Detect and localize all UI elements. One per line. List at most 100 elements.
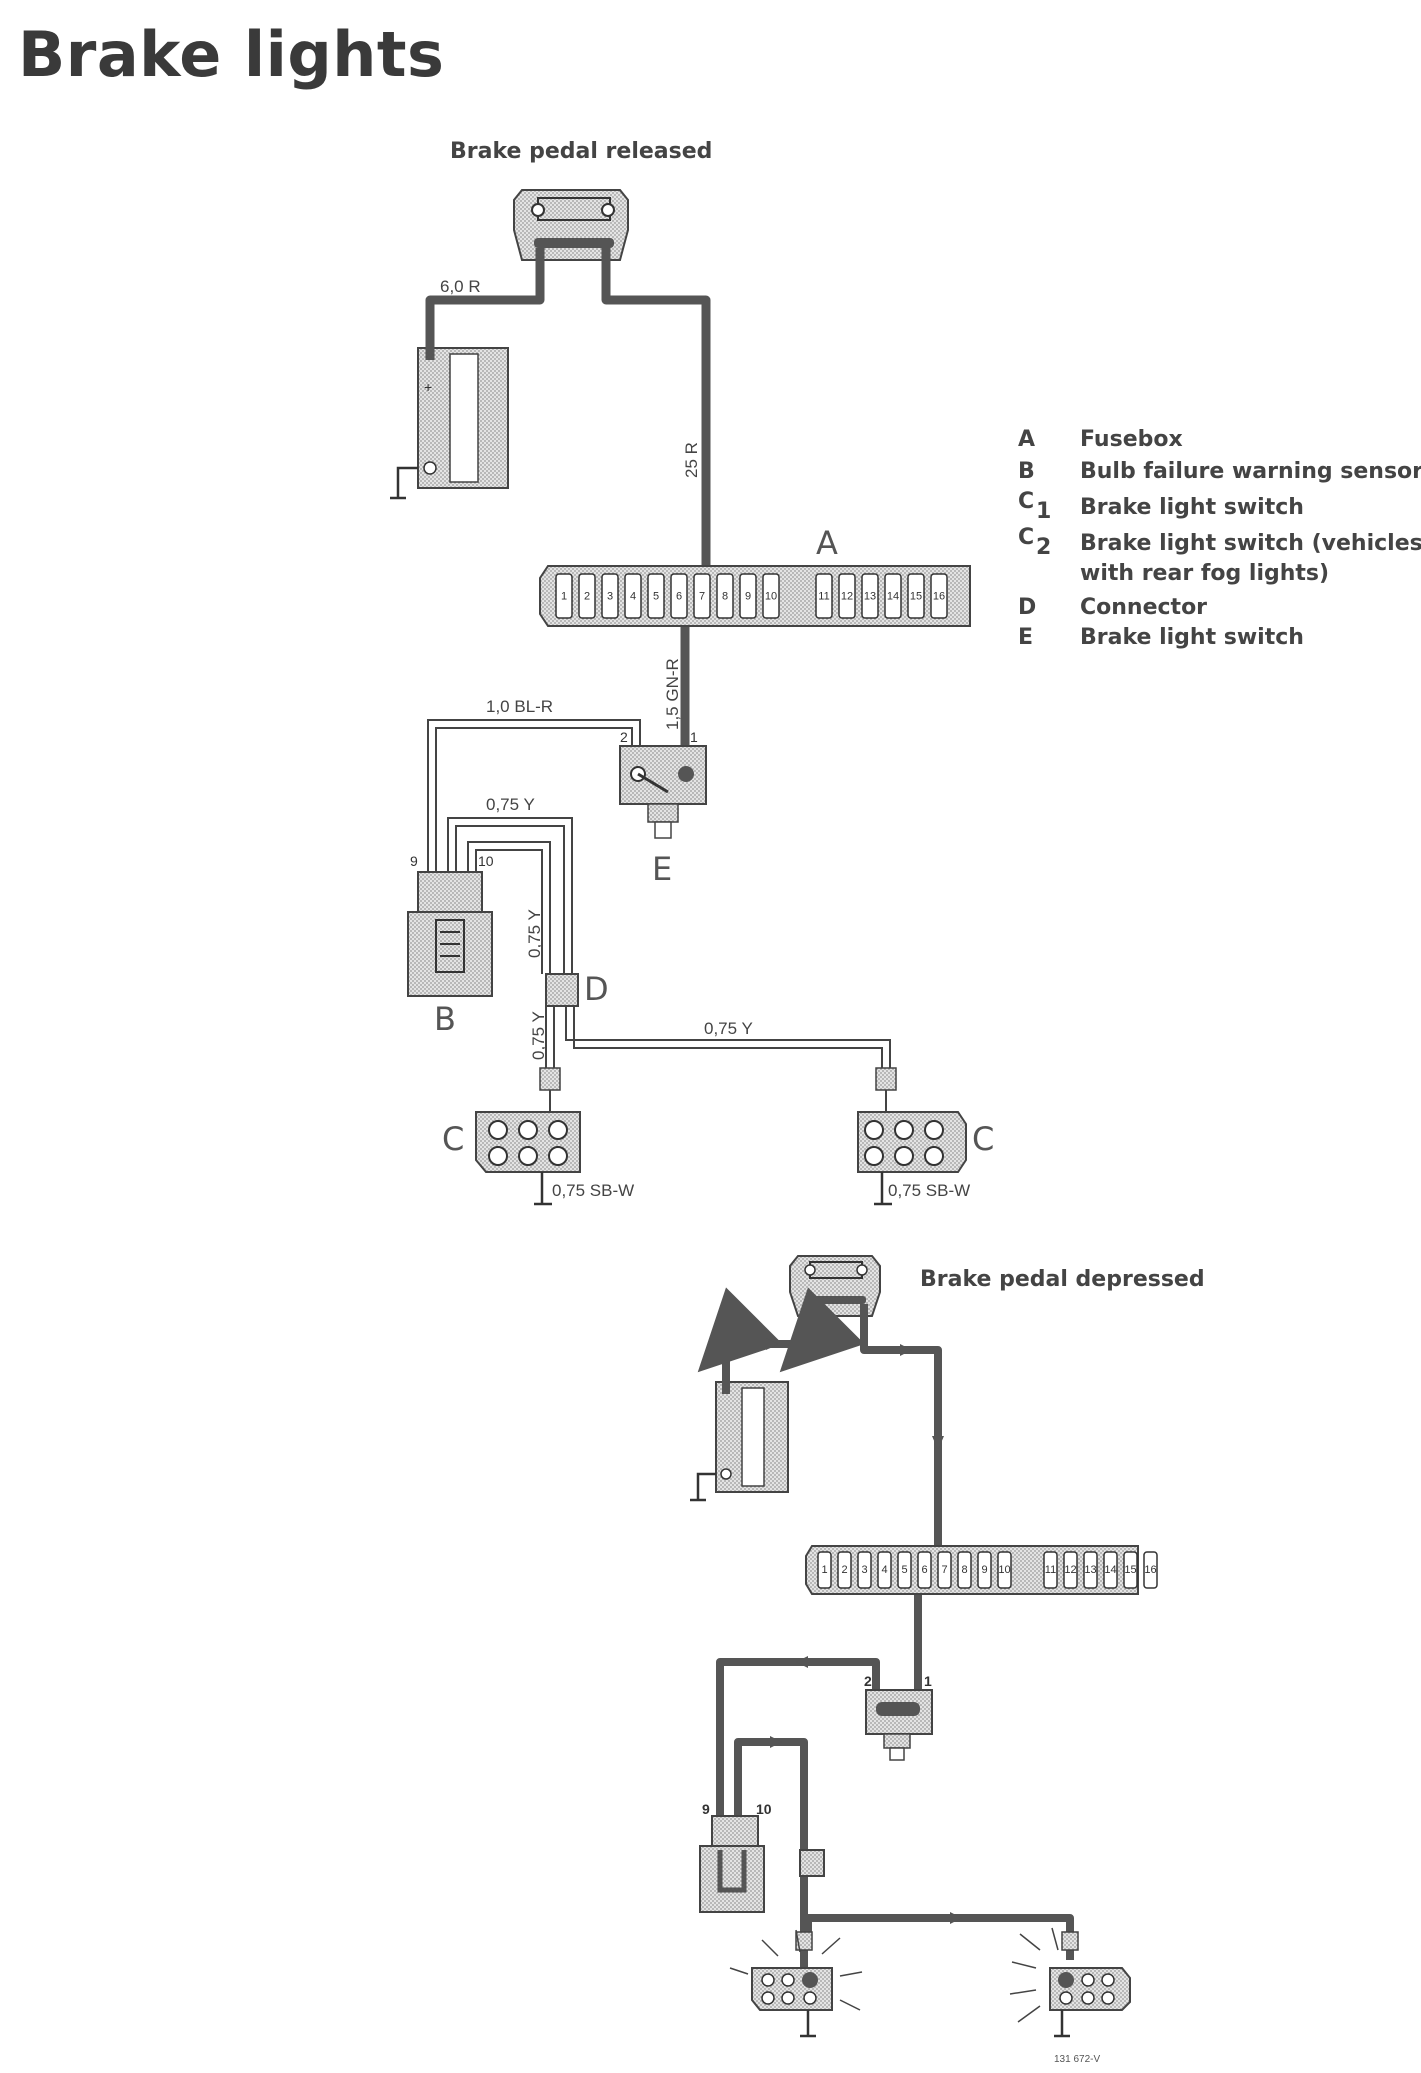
fuse-slot: [861, 573, 879, 619]
connector-d-bottom: [799, 1849, 825, 1877]
fuse-number: 16: [933, 591, 945, 603]
fuse-slot: [601, 573, 619, 619]
wire-label-switch-feed: 1,5 GN-R: [663, 658, 682, 730]
fuse-number: 16: [1144, 1564, 1156, 1576]
fuse-slot: [693, 573, 711, 619]
fuse-slot: [937, 1551, 952, 1589]
pin-e1: 1: [690, 729, 698, 745]
legend-text-c1: Brake light switch: [1080, 495, 1304, 520]
fuse-number: 13: [1084, 1564, 1096, 1576]
flow-arrows-bottom: [766, 1338, 962, 1924]
junction-block-top: [513, 189, 629, 261]
fuse-slot: [762, 573, 780, 619]
fuse-slot: [997, 1551, 1012, 1589]
fuse-slot: [957, 1551, 972, 1589]
wire-label-left-y: 0,75 Y: [529, 1011, 548, 1060]
fuse-number: 4: [881, 1564, 887, 1576]
fuse-slot: [977, 1551, 992, 1589]
fuse-number: 11: [818, 591, 829, 603]
page-title: Brake lights: [18, 18, 445, 91]
caption-released: Brake pedal released: [450, 139, 712, 164]
sensor-label-b: B: [434, 1000, 456, 1038]
fuse-slot: [1083, 1551, 1098, 1589]
fuse-slot: [897, 1551, 912, 1589]
fuse-slot: [739, 573, 757, 619]
wire-label-ground-left: 0,75 SB-W: [552, 1181, 634, 1200]
lamp-c-right-top: [857, 1067, 967, 1206]
pin-bottom-e1: 1: [924, 1673, 932, 1689]
legend-key-c2: C: [1018, 525, 1034, 550]
fuse-number: 13: [864, 591, 876, 603]
legend-text-c2: Brake light switch (vehicles: [1080, 531, 1421, 556]
lamp-wires-top: [545, 1006, 891, 1068]
fuse-number: 10: [765, 591, 777, 603]
fuse-number: 10: [998, 1564, 1010, 1576]
pin-bottom-e2: 2: [864, 1673, 872, 1689]
fuse-number: 15: [1124, 1564, 1136, 1576]
fuse-slot: [1043, 1551, 1058, 1589]
fuse-slot: [716, 573, 734, 619]
fuse-number: 1: [561, 591, 567, 603]
fuse-slot: [917, 1551, 932, 1589]
fuse-number: 4: [630, 591, 636, 603]
fuse-slot: [647, 573, 665, 619]
sensor-b-bottom: [699, 1815, 765, 1913]
legend-text-e: Brake light switch: [1080, 625, 1304, 650]
fuse-slot: [1123, 1551, 1138, 1589]
fuse-number: 14: [1104, 1564, 1116, 1576]
pin-b10: 10: [478, 853, 494, 869]
wire-label-top-y: 0,75 Y: [486, 795, 535, 814]
fuse-number: 2: [841, 1564, 847, 1576]
battery-top: + −: [390, 347, 509, 500]
lamp-c-left-bottom: [729, 1929, 863, 2038]
switch-e-top: [619, 745, 707, 839]
legend-text-a: Fusebox: [1080, 427, 1183, 452]
fuse-slot: [670, 573, 688, 619]
fuse-slot: [907, 573, 925, 619]
fuse-number: 11: [1045, 1564, 1056, 1576]
connector-d-top: [545, 973, 579, 1007]
svg-text:+: +: [424, 379, 432, 395]
battery-bottom: [690, 1381, 789, 1502]
wire-label-right-y: 0,75 Y: [704, 1019, 753, 1038]
wire-label-fuse-feed: 25 R: [682, 442, 701, 478]
connector-label-d: D: [584, 970, 609, 1008]
lamp-label-c-right: C: [972, 1120, 994, 1158]
sensor-b-top: [407, 871, 493, 997]
fuse-slot: [877, 1551, 892, 1589]
legend-sub-c2: 2: [1036, 535, 1051, 560]
reference-number: 131 672-V: [1054, 2054, 1100, 2065]
sensor-feed-wire: [427, 719, 641, 880]
fuse-slot: [624, 573, 642, 619]
fuse-number: 6: [676, 591, 682, 603]
fuse-slot: [815, 573, 833, 619]
fuse-slot: [930, 573, 948, 619]
fuse-slot: [555, 573, 573, 619]
fuse-slot: [857, 1551, 872, 1589]
lamp-c-right-bottom: [1009, 1927, 1131, 2038]
fuse-number: 9: [745, 591, 751, 603]
fuse-slot: [838, 573, 856, 619]
fuse-number: 14: [887, 591, 899, 603]
fuse-number: 12: [841, 591, 853, 603]
fuse-number: 6: [921, 1564, 927, 1576]
fuse-slot: [837, 1551, 852, 1589]
fuse-number: 2: [584, 591, 590, 603]
fuse-number: 7: [699, 591, 705, 603]
fuse-number: 12: [1064, 1564, 1076, 1576]
legend-text-c2-line2: with rear fog lights): [1080, 561, 1329, 586]
fusebox-label-a: A: [816, 524, 838, 562]
legend-key-e: E: [1018, 625, 1033, 650]
lamp-c-left-top: [475, 1067, 581, 1206]
fuse-slot: [1103, 1551, 1118, 1589]
wire-label-battery: 6,0 R: [440, 277, 481, 296]
legend-key-b: B: [1018, 459, 1035, 484]
legend-text-d: Connector: [1080, 595, 1207, 620]
wire-label-sensor-feed: 1,0 BL-R: [486, 697, 553, 716]
wire-label-mid-y: 0,75 Y: [525, 909, 544, 958]
fuse-number: 9: [981, 1564, 987, 1576]
fuse-slot: [1143, 1551, 1158, 1589]
